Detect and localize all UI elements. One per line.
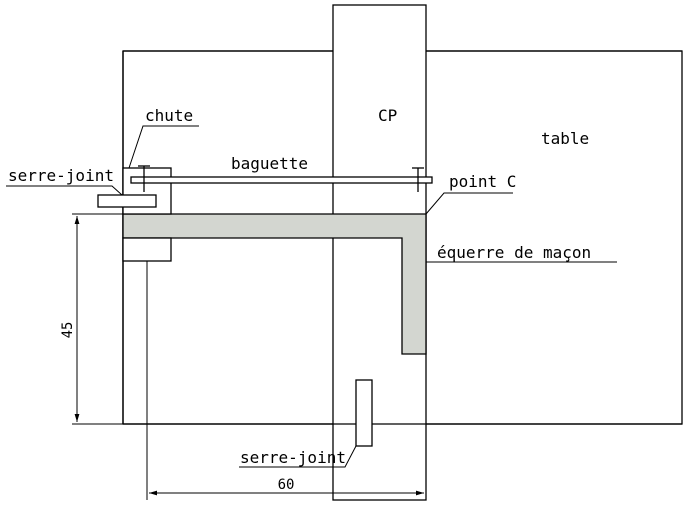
serre-joint-bottom-label: serre-joint: [240, 448, 346, 467]
lower-block: [122, 237, 172, 262]
equerre-label: équerre de maçon: [437, 243, 591, 262]
baguette-label: baguette: [231, 154, 308, 173]
table-label: table: [541, 129, 589, 148]
chute-leader: [128, 125, 199, 169]
serre-joint-bottom-clamp: [355, 379, 373, 447]
serre-joint-bottom-leader: [239, 445, 357, 468]
chute-label: chute: [145, 106, 193, 125]
point-c-label: point C: [449, 172, 516, 191]
cp-label: CP: [378, 106, 397, 125]
serre-joint-left-label: serre-joint: [8, 166, 114, 185]
serre-joint-left-clamp: [97, 194, 157, 208]
dim-vertical-value: 45: [60, 322, 76, 339]
point-c-leader: [425, 192, 513, 215]
serre-joint-left-leader: [6, 185, 123, 196]
baguette-rod: [130, 176, 433, 184]
dim-horizontal-value: 60: [278, 477, 295, 493]
